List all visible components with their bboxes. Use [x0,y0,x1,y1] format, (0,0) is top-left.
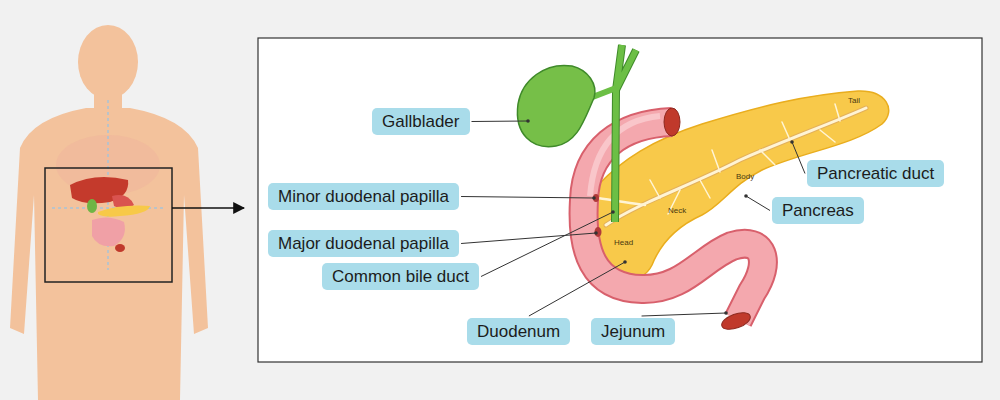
leader-dot [623,260,627,264]
leader-line [792,142,805,174]
label-text: Pancreatic duct [817,164,934,183]
zoom-arrow [172,207,244,209]
detail-frame [258,38,982,362]
leader-dot [744,194,748,198]
leader-dot [594,231,598,235]
leader-line [529,262,625,316]
label-box: Pancreatic duct [807,160,944,187]
part-region-label: Tail [848,96,860,105]
label-text: Major duodenal papilla [278,234,449,253]
part-region-label: Head [614,238,633,247]
label-box: Gallblader [372,108,470,135]
label-text: Pancreas [782,201,854,220]
label-text: Duodenum [477,322,560,341]
gallbladder-organ [517,45,636,222]
label-text: Minor duodenal papilla [278,187,449,206]
leader-line [746,196,770,211]
label-text: Common bile duct [332,267,469,286]
duodenum-tube [584,108,763,333]
leader-line [642,313,726,316]
leader-dot [790,140,794,144]
part-region-label: Body [736,172,754,181]
leader-line [472,121,529,123]
leader-dot [724,311,728,315]
leader-dot [611,210,615,214]
label-box: Jejunum [591,318,675,345]
label-text: Jejunum [601,322,665,341]
part-region-label: Neck [668,206,686,215]
leader-line [461,197,594,199]
label-box: Minor duodenal papilla [268,183,459,210]
label-box: Major duodenal papilla [268,230,459,257]
leader-line [461,233,596,244]
label-text: Gallblader [382,112,460,131]
leader-dot [592,196,596,200]
label-box: Duodenum [467,318,570,345]
human-silhouette [10,25,208,400]
label-box: Pancreas [772,197,864,224]
leader-dot [526,119,530,123]
leader-line [481,212,613,277]
label-box: Common bile duct [322,263,479,290]
